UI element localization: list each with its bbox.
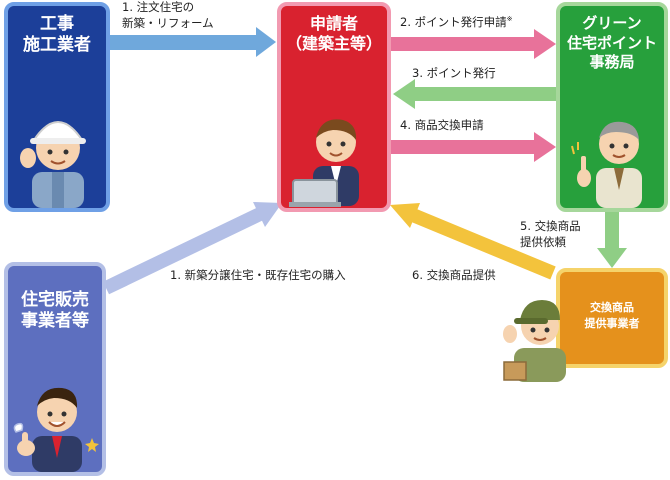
label-point-issue: 3. ポイント発行 — [412, 66, 496, 80]
seller-title: 住宅販売 事業者等 — [21, 290, 89, 332]
contractor-box: 工事 施工業者 — [4, 2, 110, 212]
seller-box: 住宅販売 事業者等 — [4, 262, 106, 476]
arrow-point-issue — [393, 79, 556, 109]
supplier-title: 交換商品 提供事業者 — [584, 301, 640, 330]
label-point-application: 2. ポイント発行申請※ — [400, 15, 513, 31]
arrow-purchase — [102, 202, 282, 295]
applicant-title: 申請者 （建築主等） — [285, 14, 382, 53]
label-product-delivery: 6. 交換商品提供 — [412, 268, 496, 282]
arrow-order-build — [110, 27, 276, 57]
salesman-thumbs-up-person-icon — [13, 387, 99, 472]
label-exchange-application: 4. 商品交換申請 — [400, 118, 484, 132]
arrow-product-delivery — [390, 203, 556, 280]
applicant-box: 申請者 （建築主等） — [277, 2, 391, 212]
label-supply-request: 5. 交換商品 提供依頼 — [520, 219, 581, 249]
arrow-exchange-application — [391, 132, 556, 162]
office-title: グリーン 住宅ポイント 事務局 — [566, 14, 657, 71]
businessman-laptop-person-icon — [289, 119, 359, 207]
label-order-build: 1. 注文住宅の 新築・リフォーム — [122, 0, 214, 30]
office-box: グリーン 住宅ポイント 事務局 — [556, 2, 668, 212]
arrow-point-application — [391, 29, 556, 59]
note-mark: ※ — [506, 15, 513, 24]
contractor-title: 工事 施工業者 — [23, 14, 91, 56]
delivery-worker-cap-person-icon — [503, 300, 566, 382]
worker-helmet-person-icon — [20, 121, 86, 208]
arrow-supply-request — [597, 212, 627, 268]
official-pointing-person-icon — [571, 121, 642, 208]
label-purchase: 1. 新築分譲住宅・既存住宅の購入 — [170, 268, 346, 282]
label-point-application-text: 2. ポイント発行申請 — [400, 15, 507, 29]
